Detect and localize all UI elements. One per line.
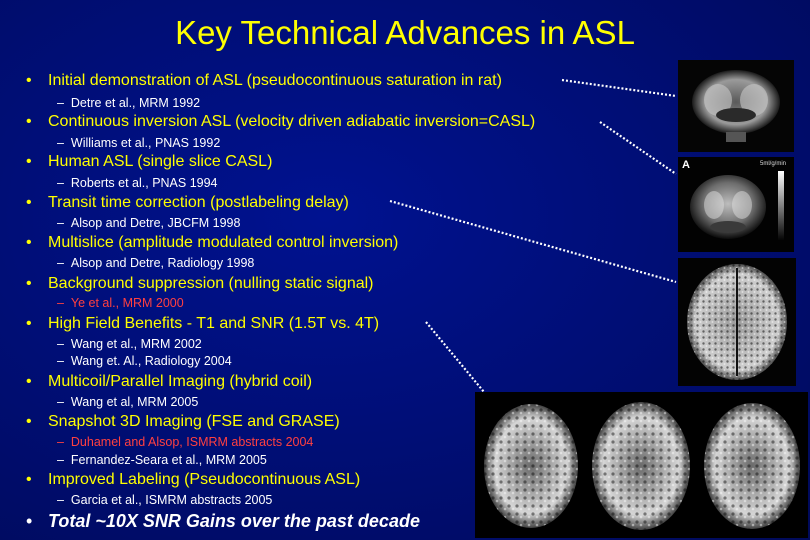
conclusion-text: Total ~10X SNR Gains over the past decad… <box>48 511 420 531</box>
bullet-icon: • <box>26 153 32 170</box>
item-transit-time: Transit time correction (postlabeling de… <box>48 194 349 211</box>
bullet-icon: • <box>26 194 32 211</box>
rat-perfusion-image <box>678 60 794 152</box>
bullet-icon: • <box>26 72 32 89</box>
leader-line <box>389 199 677 284</box>
item-multicoil: Multicoil/Parallel Imaging (hybrid coil) <box>48 373 313 390</box>
ref-wang-2002: – Wang et al., MRM 2002 <box>57 337 202 351</box>
item-high-field: High Field Benefits - T1 and SNR (1.5T v… <box>48 315 380 332</box>
human-perfusion-image <box>678 258 796 386</box>
ref-wang-2004: – Wang et. Al., Radiology 2004 <box>57 354 232 368</box>
ref-garcia-2005: – Garcia et al., ISMRM abstracts 2005 <box>57 493 273 507</box>
ref-williams-1992: – Williams et al., PNAS 1992 <box>57 136 221 150</box>
bullet-icon: • <box>26 413 32 430</box>
item-multislice: Multislice (amplitude modulated control … <box>48 234 399 251</box>
item-initial-demonstration: Initial demonstration of ASL (pseudocont… <box>48 72 502 89</box>
item-continuous-inversion: Continuous inversion ASL (velocity drive… <box>48 113 536 130</box>
ref-fernandez-2005: – Fernandez-Seara et al., MRM 2005 <box>57 453 267 467</box>
ref-duhamel-2004: – Duhamel and Alsop, ISMRM abstracts 200… <box>57 435 314 449</box>
bullet-icon: • <box>26 373 32 390</box>
slide-title: Key Technical Advances in ASL <box>175 14 635 51</box>
ref-roberts-1994: – Roberts et al., PNAS 1994 <box>57 176 218 190</box>
bullet-icon: • <box>26 511 33 531</box>
bullet-icon: • <box>26 234 32 251</box>
leader-line <box>599 121 677 175</box>
ref-alsop-radiology-1998: – Alsop and Detre, Radiology 1998 <box>57 256 255 270</box>
ref-ye-2000: – Ye et al., MRM 2000 <box>57 296 184 310</box>
leader-line <box>425 321 485 393</box>
bullet-icon: • <box>26 315 32 332</box>
casl-coronal-image: A 5ml/g/min <box>678 157 794 252</box>
item-human-asl: Human ASL (single slice CASL) <box>48 153 273 170</box>
bullet-icon: • <box>26 275 32 292</box>
item-improved-labeling: Improved Labeling (Pseudocontinuous ASL) <box>48 471 361 488</box>
leader-line <box>561 78 677 98</box>
panel-letter: A <box>682 159 690 171</box>
ref-detre-1992: – Detre et al., MRM 1992 <box>57 96 201 110</box>
ref-wang-2005: – Wang et al, MRM 2005 <box>57 395 199 409</box>
item-snapshot-3d: Snapshot 3D Imaging (FSE and GRASE) <box>48 413 340 430</box>
snapshot-3d-slices-image <box>475 392 808 538</box>
ref-alsop-jbcfm-1998: – Alsop and Detre, JBCFM 1998 <box>57 216 241 230</box>
item-background-suppression: Background suppression (nulling static s… <box>48 275 374 292</box>
bullet-icon: • <box>26 113 32 130</box>
panel-caption: 5ml/g/min <box>760 161 787 167</box>
bullet-icon: • <box>26 471 32 488</box>
